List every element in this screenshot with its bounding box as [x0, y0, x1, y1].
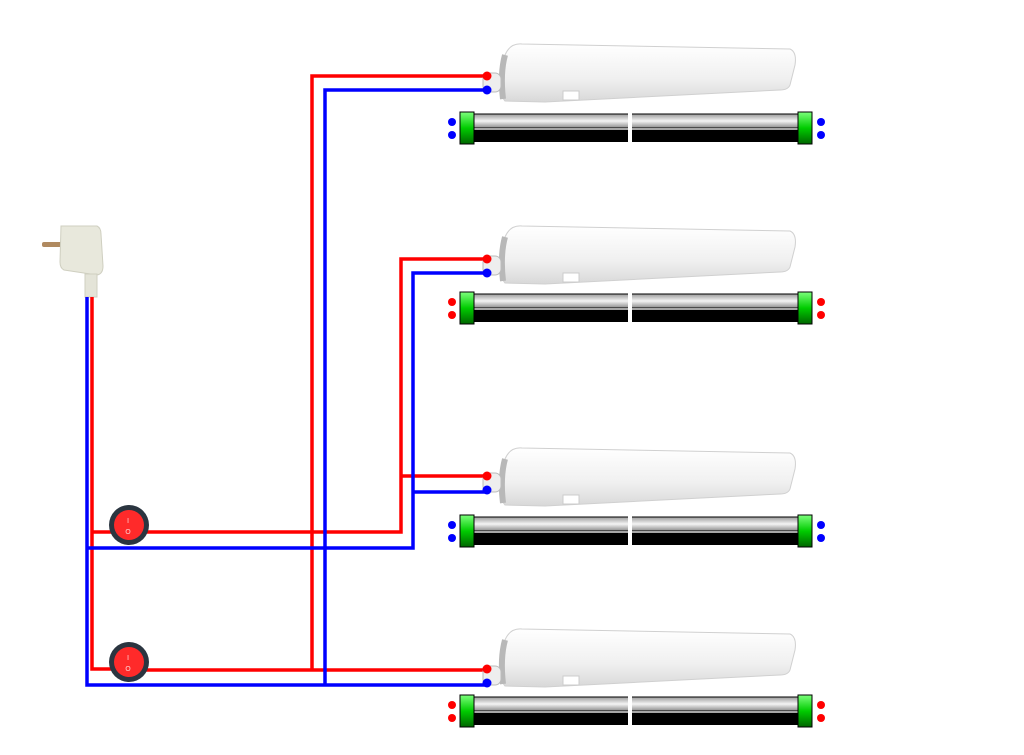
terminal-phase — [482, 471, 492, 481]
tube-pin — [448, 118, 456, 126]
switch-on-mark: I — [127, 654, 129, 662]
terminal-neutral — [482, 268, 492, 278]
switch-off-mark: O — [125, 528, 131, 536]
tube-pin — [448, 701, 456, 709]
fluorescent-fixture-icon — [482, 447, 796, 507]
fluorescent-fixture-icon — [482, 43, 796, 103]
terminal-neutral — [482, 85, 492, 95]
fixtures — [448, 43, 825, 730]
terminal-neutral — [482, 678, 492, 688]
terminal-phase — [482, 71, 492, 81]
rocker-switch-icon[interactable]: IO — [109, 505, 149, 545]
tube-pin — [448, 298, 456, 306]
tube-pin — [448, 534, 456, 542]
neutral-wire — [323, 88, 487, 685]
fluorescent-fixture-icon — [482, 628, 796, 688]
neutral-wire — [87, 271, 487, 550]
terminal-neutral — [482, 485, 492, 495]
fluorescent-tube-icon — [448, 512, 825, 550]
terminal-phase — [482, 664, 492, 674]
tube-pin — [817, 131, 825, 139]
terminal-phase — [482, 254, 492, 264]
tube-pin — [817, 521, 825, 529]
phase-wire — [310, 74, 487, 670]
fluorescent-fixture-icon — [482, 225, 796, 285]
phase-wire — [90, 297, 112, 671]
tube-pin — [448, 311, 456, 319]
fluorescent-tube-icon — [448, 109, 825, 147]
tube-pin — [817, 118, 825, 126]
plug-icon — [42, 225, 104, 298]
tube-pin — [817, 701, 825, 709]
tube-pin — [817, 534, 825, 542]
tube-pin — [817, 714, 825, 722]
fluorescent-tube-icon — [448, 289, 825, 327]
tube-pin — [448, 714, 456, 722]
phase-wire — [146, 257, 487, 534]
tube-pin — [448, 521, 456, 529]
switch-on-mark: I — [127, 517, 129, 525]
tube-pin — [817, 311, 825, 319]
tube-pin — [448, 131, 456, 139]
switch-off-mark: O — [125, 665, 131, 673]
wires — [85, 74, 487, 687]
fluorescent-tube-icon — [448, 692, 825, 730]
tube-pin — [817, 298, 825, 306]
rocker-switch-icon[interactable]: IO — [109, 642, 149, 682]
neutral-wire — [85, 297, 487, 687]
